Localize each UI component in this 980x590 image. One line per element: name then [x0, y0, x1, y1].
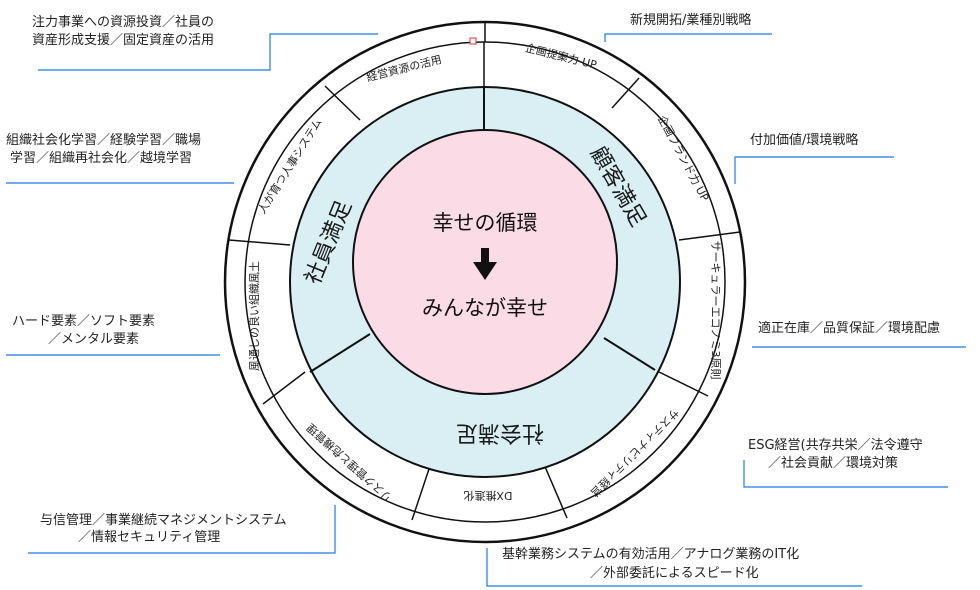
- leader-bottom-left: [28, 505, 336, 554]
- note-bottom-right-2: ／外部委託によるスピード化: [590, 565, 759, 581]
- leader-right-3: [743, 460, 948, 488]
- note-top-left-1: 注力事業への資源投資／社員の: [32, 14, 214, 30]
- note-right-1: 付加価値/環境戦略: [750, 132, 858, 148]
- note-left-2-1: ハード要素／ソフト要素: [12, 314, 155, 329]
- segment-culture: 風通しの良い組織風土: [247, 261, 261, 371]
- ring-label-society: 社会満足: [456, 420, 544, 445]
- note-top-right: 新規開拓/業種別戦略: [630, 12, 751, 28]
- down-arrow-icon: [473, 248, 497, 280]
- note-top-left-2: 資産形成支援／固定資産の活用: [32, 32, 214, 48]
- note-right-3-2: ／社会貢献／環境対策: [768, 455, 898, 471]
- note-bottom-left-1: 与信管理／事業継続マネジメントシステム: [40, 512, 287, 528]
- note-bottom-left-2: ／情報セキュリティ管理: [78, 530, 220, 545]
- note-right-2: 適正在庫／品質保証／環境配慮: [758, 320, 940, 336]
- leader-top-right: [604, 33, 772, 42]
- leader-bottom-right: [486, 548, 862, 587]
- note-left-1-2: 学習／組織再社会化／越境学習: [10, 150, 192, 166]
- segment-dx: DX推進化: [463, 489, 512, 503]
- center-subtitle: みんなが幸せ: [422, 296, 548, 320]
- leader-right-1: [734, 156, 894, 184]
- note-left-1-1: 組織社会化学習／経験学習／職場: [6, 132, 201, 148]
- segment-circular-economy: サーキュラーエコノミ3原則: [709, 241, 722, 380]
- note-left-2-2: ／メンタル要素: [48, 332, 139, 347]
- leader-top-left: [38, 33, 378, 71]
- note-right-3-1: ESG経営(共存共栄／法令遵守: [748, 437, 923, 453]
- note-marker-icon: [469, 37, 477, 45]
- center-title: 幸せの循環: [433, 211, 538, 235]
- note-bottom-right-1: 基幹業務システムの有効活用／アナログ業務のIT化: [502, 546, 799, 562]
